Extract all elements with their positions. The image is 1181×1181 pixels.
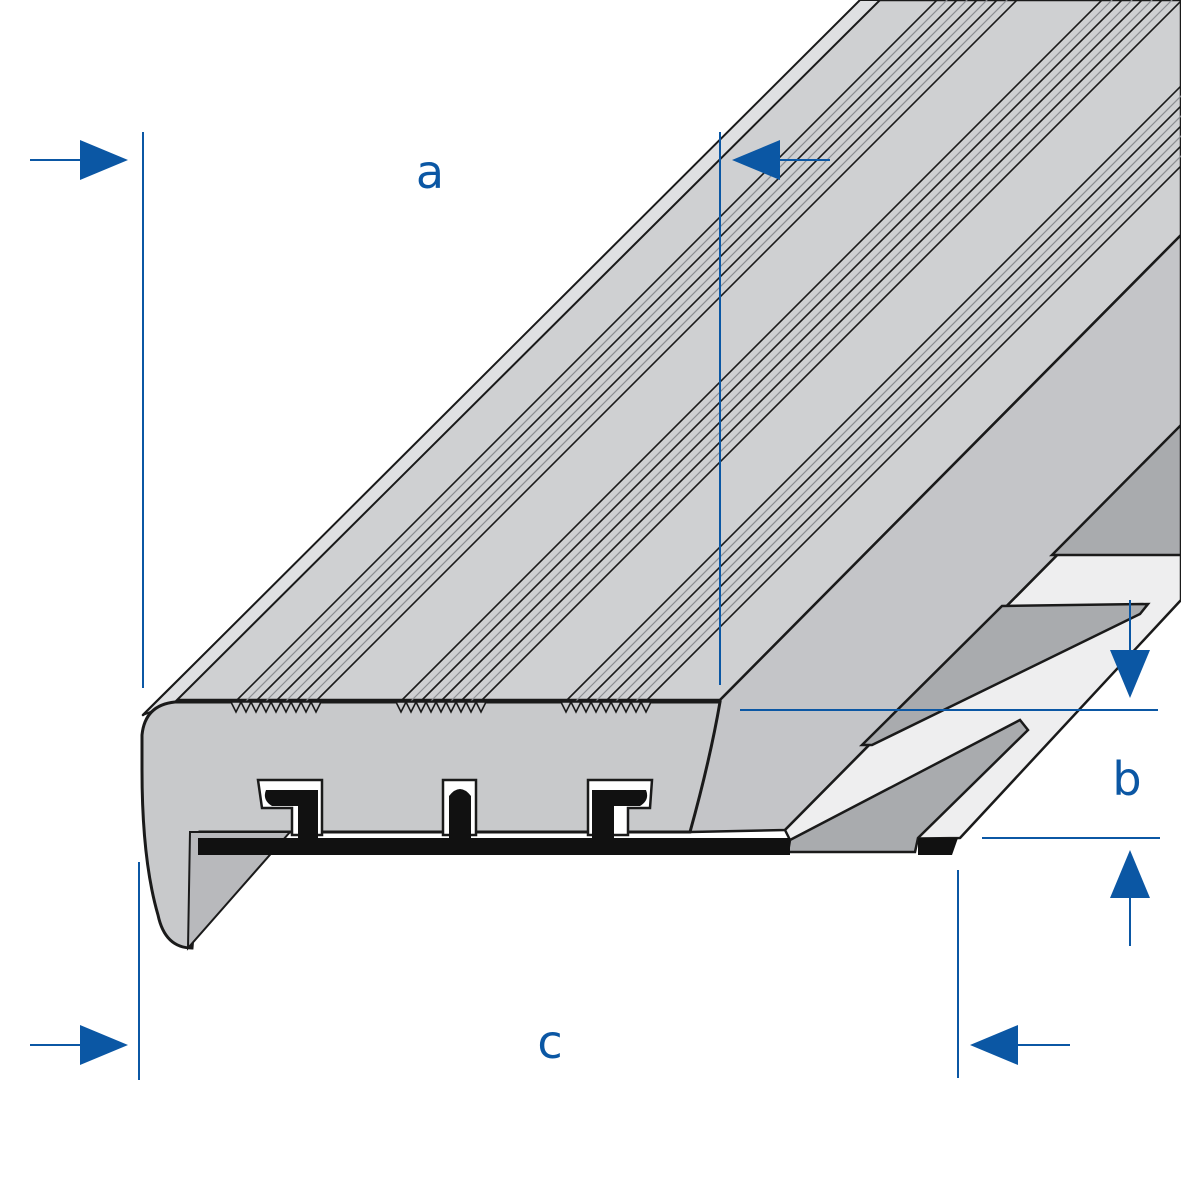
groove-rib-line	[574, 95, 1181, 703]
groove-rib-line	[429, 0, 1133, 703]
section-tooth	[269, 701, 283, 714]
section-tooth	[299, 701, 313, 714]
groove-rib-line	[584, 104, 1181, 703]
section-tooth	[559, 701, 573, 714]
base-strip	[198, 838, 790, 855]
dim-c-arrow-left	[80, 1025, 128, 1065]
groove-ribs	[234, 0, 1181, 703]
section-tooth	[259, 701, 273, 714]
section-tooth	[424, 701, 438, 714]
section-tooth	[249, 701, 263, 714]
section-tooth	[404, 701, 418, 714]
section-tooth	[639, 701, 653, 714]
dim-label-b: b	[1112, 752, 1141, 806]
section-tooth	[629, 701, 643, 714]
groove-rib-line	[479, 0, 1181, 703]
section-tooth	[394, 701, 408, 714]
groove-rib-line	[604, 124, 1181, 703]
groove-rib-line	[304, 0, 1008, 703]
dim-a-arrow-right	[732, 140, 780, 180]
section-tooth	[434, 701, 448, 714]
groove-rib-line	[614, 135, 1181, 703]
groove-rib-line	[284, 0, 988, 703]
nose-inner-face	[186, 831, 293, 951]
groove-rib-line	[624, 144, 1181, 703]
section-outline	[140, 700, 722, 950]
section-tooth	[579, 701, 593, 714]
groove-rib-line	[244, 0, 948, 703]
section-tooth	[464, 701, 478, 714]
groove-rib-line	[419, 0, 1124, 703]
cross-section	[140, 700, 958, 951]
groove-rib-line	[634, 155, 1181, 703]
groove-rib-line	[254, 0, 959, 703]
section-tooth	[239, 701, 253, 714]
insert-center-rib	[449, 789, 471, 838]
groove-rib-line	[439, 0, 1144, 703]
groove-rib-line	[469, 0, 1173, 703]
perforation-top	[1048, 423, 1181, 557]
section-teeth	[229, 701, 653, 714]
section-tooth	[309, 701, 323, 714]
groove-rib-line	[564, 84, 1181, 703]
dim-label-a: a	[416, 145, 444, 199]
groove-rib-line	[594, 115, 1181, 703]
groove-rib-line	[459, 0, 1164, 703]
groove-rib-line	[264, 0, 968, 703]
dim-c-arrow-right	[970, 1025, 1018, 1065]
section-tooth	[454, 701, 468, 714]
section-tooth	[609, 701, 623, 714]
dim-b-arrow-top	[1110, 650, 1150, 698]
insert-left-tee	[264, 790, 318, 838]
dimension-lines	[30, 132, 1160, 1080]
section-tooth	[589, 701, 603, 714]
section-tooth	[474, 701, 488, 714]
groove-rib-line	[274, 0, 979, 703]
groove-rib-line	[294, 0, 999, 703]
insert-right-tee	[592, 790, 648, 838]
dim-label-c: c	[537, 1015, 562, 1069]
dim-b-arrow-bottom	[1110, 850, 1150, 898]
section-tooth	[444, 701, 458, 714]
groove-rib-line	[314, 0, 1019, 703]
groove-rib-line	[234, 0, 939, 703]
section-tooth	[569, 701, 583, 714]
section-tooth	[279, 701, 293, 714]
section-tooth	[289, 701, 303, 714]
section-tooth	[414, 701, 428, 714]
dim-a-arrow-left	[80, 140, 128, 180]
groove-rib-line	[449, 0, 1153, 703]
groove-rib-line	[409, 0, 1113, 703]
flange-end-strip	[918, 838, 958, 855]
section-tooth	[229, 701, 243, 714]
section-tooth	[619, 701, 633, 714]
groove-rib-line	[399, 0, 1104, 703]
section-tooth	[599, 701, 613, 714]
groove-rib-line	[644, 164, 1181, 703]
